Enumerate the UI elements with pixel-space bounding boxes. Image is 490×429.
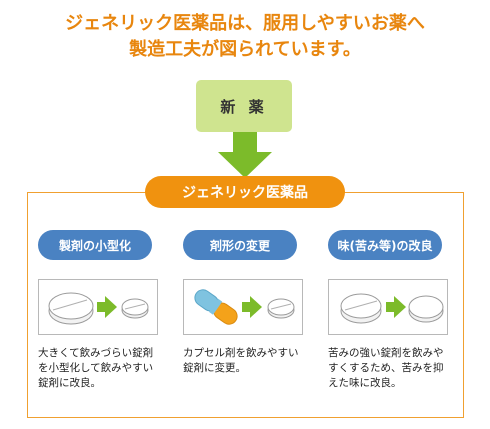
arrow-right-icon [386, 296, 406, 318]
arrow-right-icon [242, 296, 262, 318]
improved-tablet-icon [408, 295, 444, 323]
badge-form-change: 剤形の変更 [183, 230, 297, 260]
description-form-change: カプセル剤を飲みやすい錠剤に変更。 [183, 347, 299, 374]
bitter-tablet-icon [340, 293, 382, 324]
small-tablet-icon [121, 298, 149, 319]
capsule-icon [194, 289, 238, 325]
badge-miniaturization: 製剤の小型化 [38, 230, 152, 260]
new-drug-box: 新 薬 [196, 80, 292, 132]
tablet-icon [267, 298, 295, 319]
down-arrow-icon [218, 132, 272, 178]
large-tablet-icon [48, 292, 94, 325]
generic-drug-label: ジェネリック医薬品 [145, 176, 345, 208]
description-miniaturization: 大きくて飲みづらい錠剤を小型化して飲みやすい錠剤に改良。 [38, 347, 154, 389]
illustration-taste-improvement [328, 279, 448, 335]
badge-taste-improvement: 味(苦み等)の改良 [328, 230, 442, 260]
illustration-miniaturization [38, 279, 158, 335]
illustration-form-change [183, 279, 303, 335]
description-taste-improvement: 苦みの強い錠剤を飲みやすくするため、苦みを抑えた味に改良。 [328, 347, 444, 389]
headline-line-1: ジェネリック医薬品は、服用しやすいお薬へ [65, 13, 425, 34]
arrow-right-icon [97, 296, 117, 318]
headline-line-2: 製造工夫が図られています。 [129, 39, 361, 60]
